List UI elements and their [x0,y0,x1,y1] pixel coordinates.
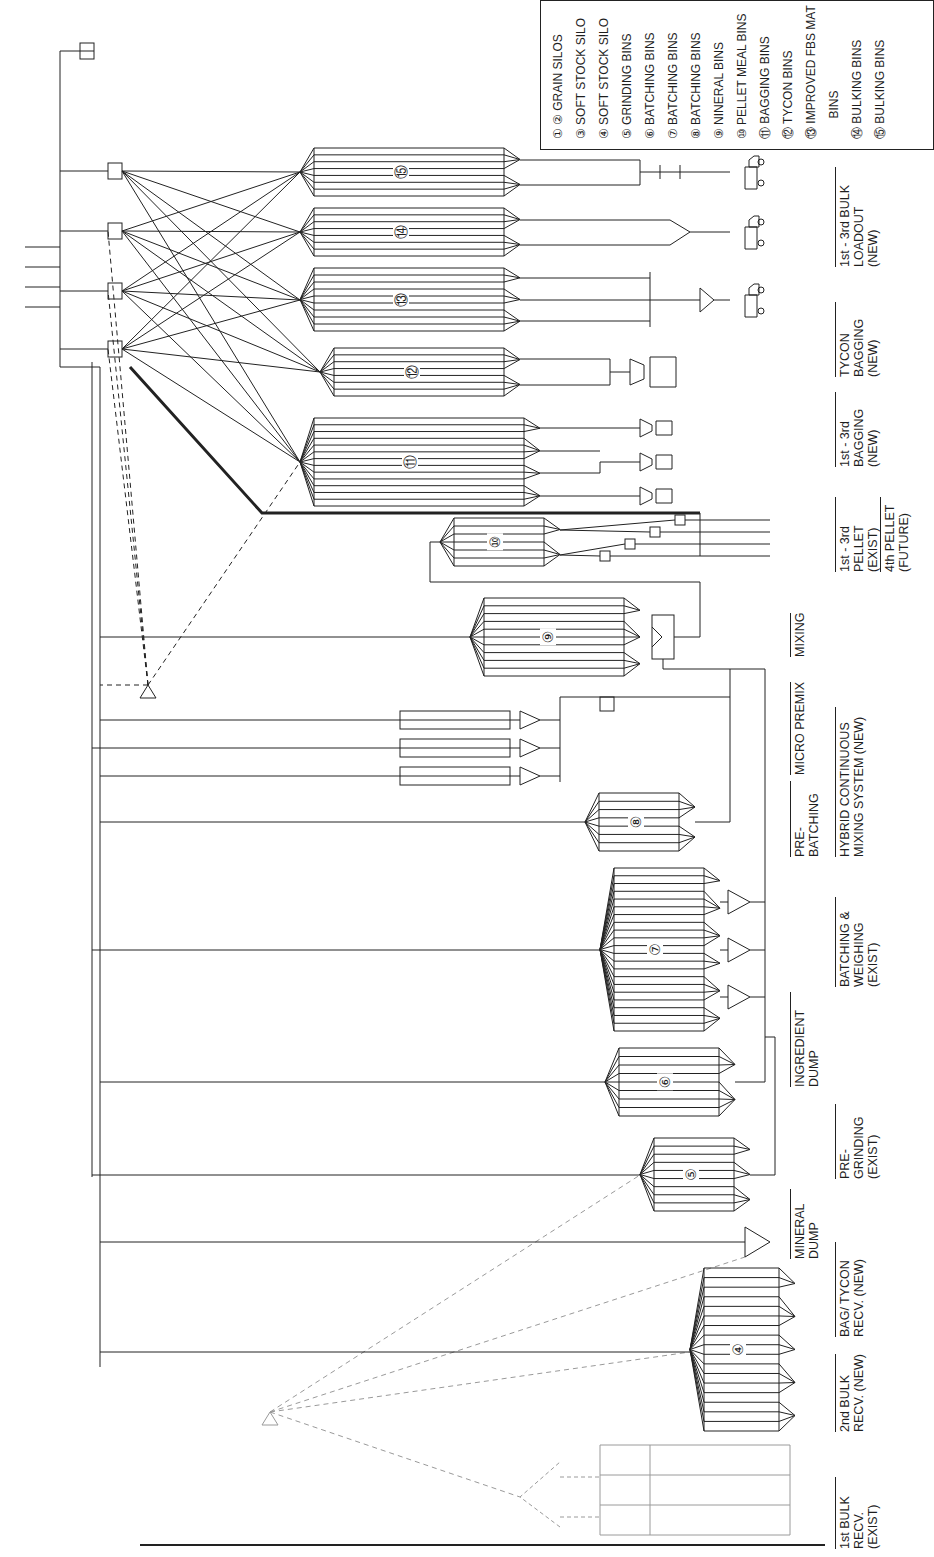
bin-bank-outline [300,417,540,507]
callout-number: ⑥ [657,1074,673,1091]
legend-entry: ⑦ BATCHING BINS [662,11,685,139]
bin-bank: ④ [690,1267,795,1432]
fan-distributor [100,231,300,698]
legend-entry: ⑭ BULKING BINS [846,11,869,139]
edge-rule [140,1544,825,1546]
bin-bank-outline [300,267,520,332]
bulk-receiving-sketch [262,1175,790,1535]
callout-number: ⑧ [628,814,644,831]
stage-label: 1st - 3rd PELLET (EXIST) [835,497,880,572]
legend-box: ① ② GRAIN SILOS③ SOFT STOCK SILO④ SOFT S… [540,0,934,150]
legend-entry: ⑤ GRINDING BINS [616,11,639,139]
bin-bank: ⑨ [470,597,640,677]
bin-bank: ⑫ [320,347,520,397]
stage-label: 4th PELLET (FUTURE) [880,497,911,572]
stage-label: HYBRID CONTINUOUS MIXING SYSTEM (NEW) [835,707,866,857]
bin-bank: ⑤ [640,1137,750,1212]
bin-bank-outline [320,347,520,397]
stage-label: PRE- BATCHING [790,781,821,857]
legend-entry: ⑫ TYCON BINS [777,11,800,139]
stage-label: BAG/ TYCON RECV. (NEW) [835,1242,866,1337]
stage-label: 1st BULK RECV. (EXIST) [835,1477,880,1549]
legend-entry: ④ SOFT STOCK SILO [593,11,616,139]
stage-label: TYCON BAGGING (NEW) [835,302,880,377]
legend-entry: ⑨ NINERAL BINS [708,11,731,139]
legend-entry: ⑩ PELLET MEAL BINS [731,11,754,139]
callout-number: ⑬ [393,291,409,309]
legend-entry: ⑧ BATCHING BINS [685,11,708,139]
bulk-loadout [520,156,764,327]
legend-entry: ⑮ BULKING BINS [869,11,892,139]
stage-label: 2nd BULK RECV. (NEW) [835,1354,866,1432]
elevator-lines [92,362,770,1367]
bin-bank: ⑩ [440,517,560,567]
callout-number: ④ [730,1341,746,1358]
stage-label: PRE- GRINDING (EXIST) [835,1104,880,1179]
legend-entry: ⑥ BATCHING BINS [639,11,662,139]
stage-label: MIXING [790,613,807,657]
stage-label: 1st - 3rd BULK LOADOUT (NEW) [835,167,880,267]
bin-bank: ⑭ [300,207,520,257]
callout-number: ⑮ [393,163,409,181]
bin-bank: ⑦ [600,867,720,1032]
distributor-heads [25,43,320,462]
stage-label: MINERAL DUMP [790,1189,821,1259]
legend-entry: ⑪ BAGGING BINS [754,11,777,139]
callout-number: ⑦ [647,941,663,958]
stage-label: 1st - 3rd BAGGING (NEW) [835,392,880,467]
stage-label: BATCHING & WEIGHING (EXIST) [835,897,880,987]
bin-bank-outline [300,147,520,197]
bin-bank: ⑮ [300,147,520,197]
stage-label: INGREDIENT DUMP [790,992,821,1087]
mixer [430,542,700,659]
callout-number: ⑨ [540,629,556,646]
bin-bank: ⑥ [605,1047,735,1117]
callout-number: ⑫ [404,363,420,381]
callout-number: ⑩ [487,534,503,551]
bin-bank-outline [300,207,520,257]
callout-number: ⑭ [393,223,409,241]
premix-equipment [400,697,730,785]
bin-bank: ⑧ [585,792,695,852]
callout-number: ⑤ [683,1166,699,1183]
bin-bank: ⑪ [300,417,540,507]
legend-entry: ③ SOFT STOCK SILO [570,11,593,139]
baggers [520,357,676,505]
legend-entry: ① ② GRAIN SILOS [547,11,570,139]
stage-label: MICRO PREMIX [790,682,807,775]
bin-bank: ⑬ [300,267,520,332]
legend-entry: ⑬ IMPROVED FBS MAT BINS [800,0,846,139]
callout-number: ⑪ [402,453,418,471]
